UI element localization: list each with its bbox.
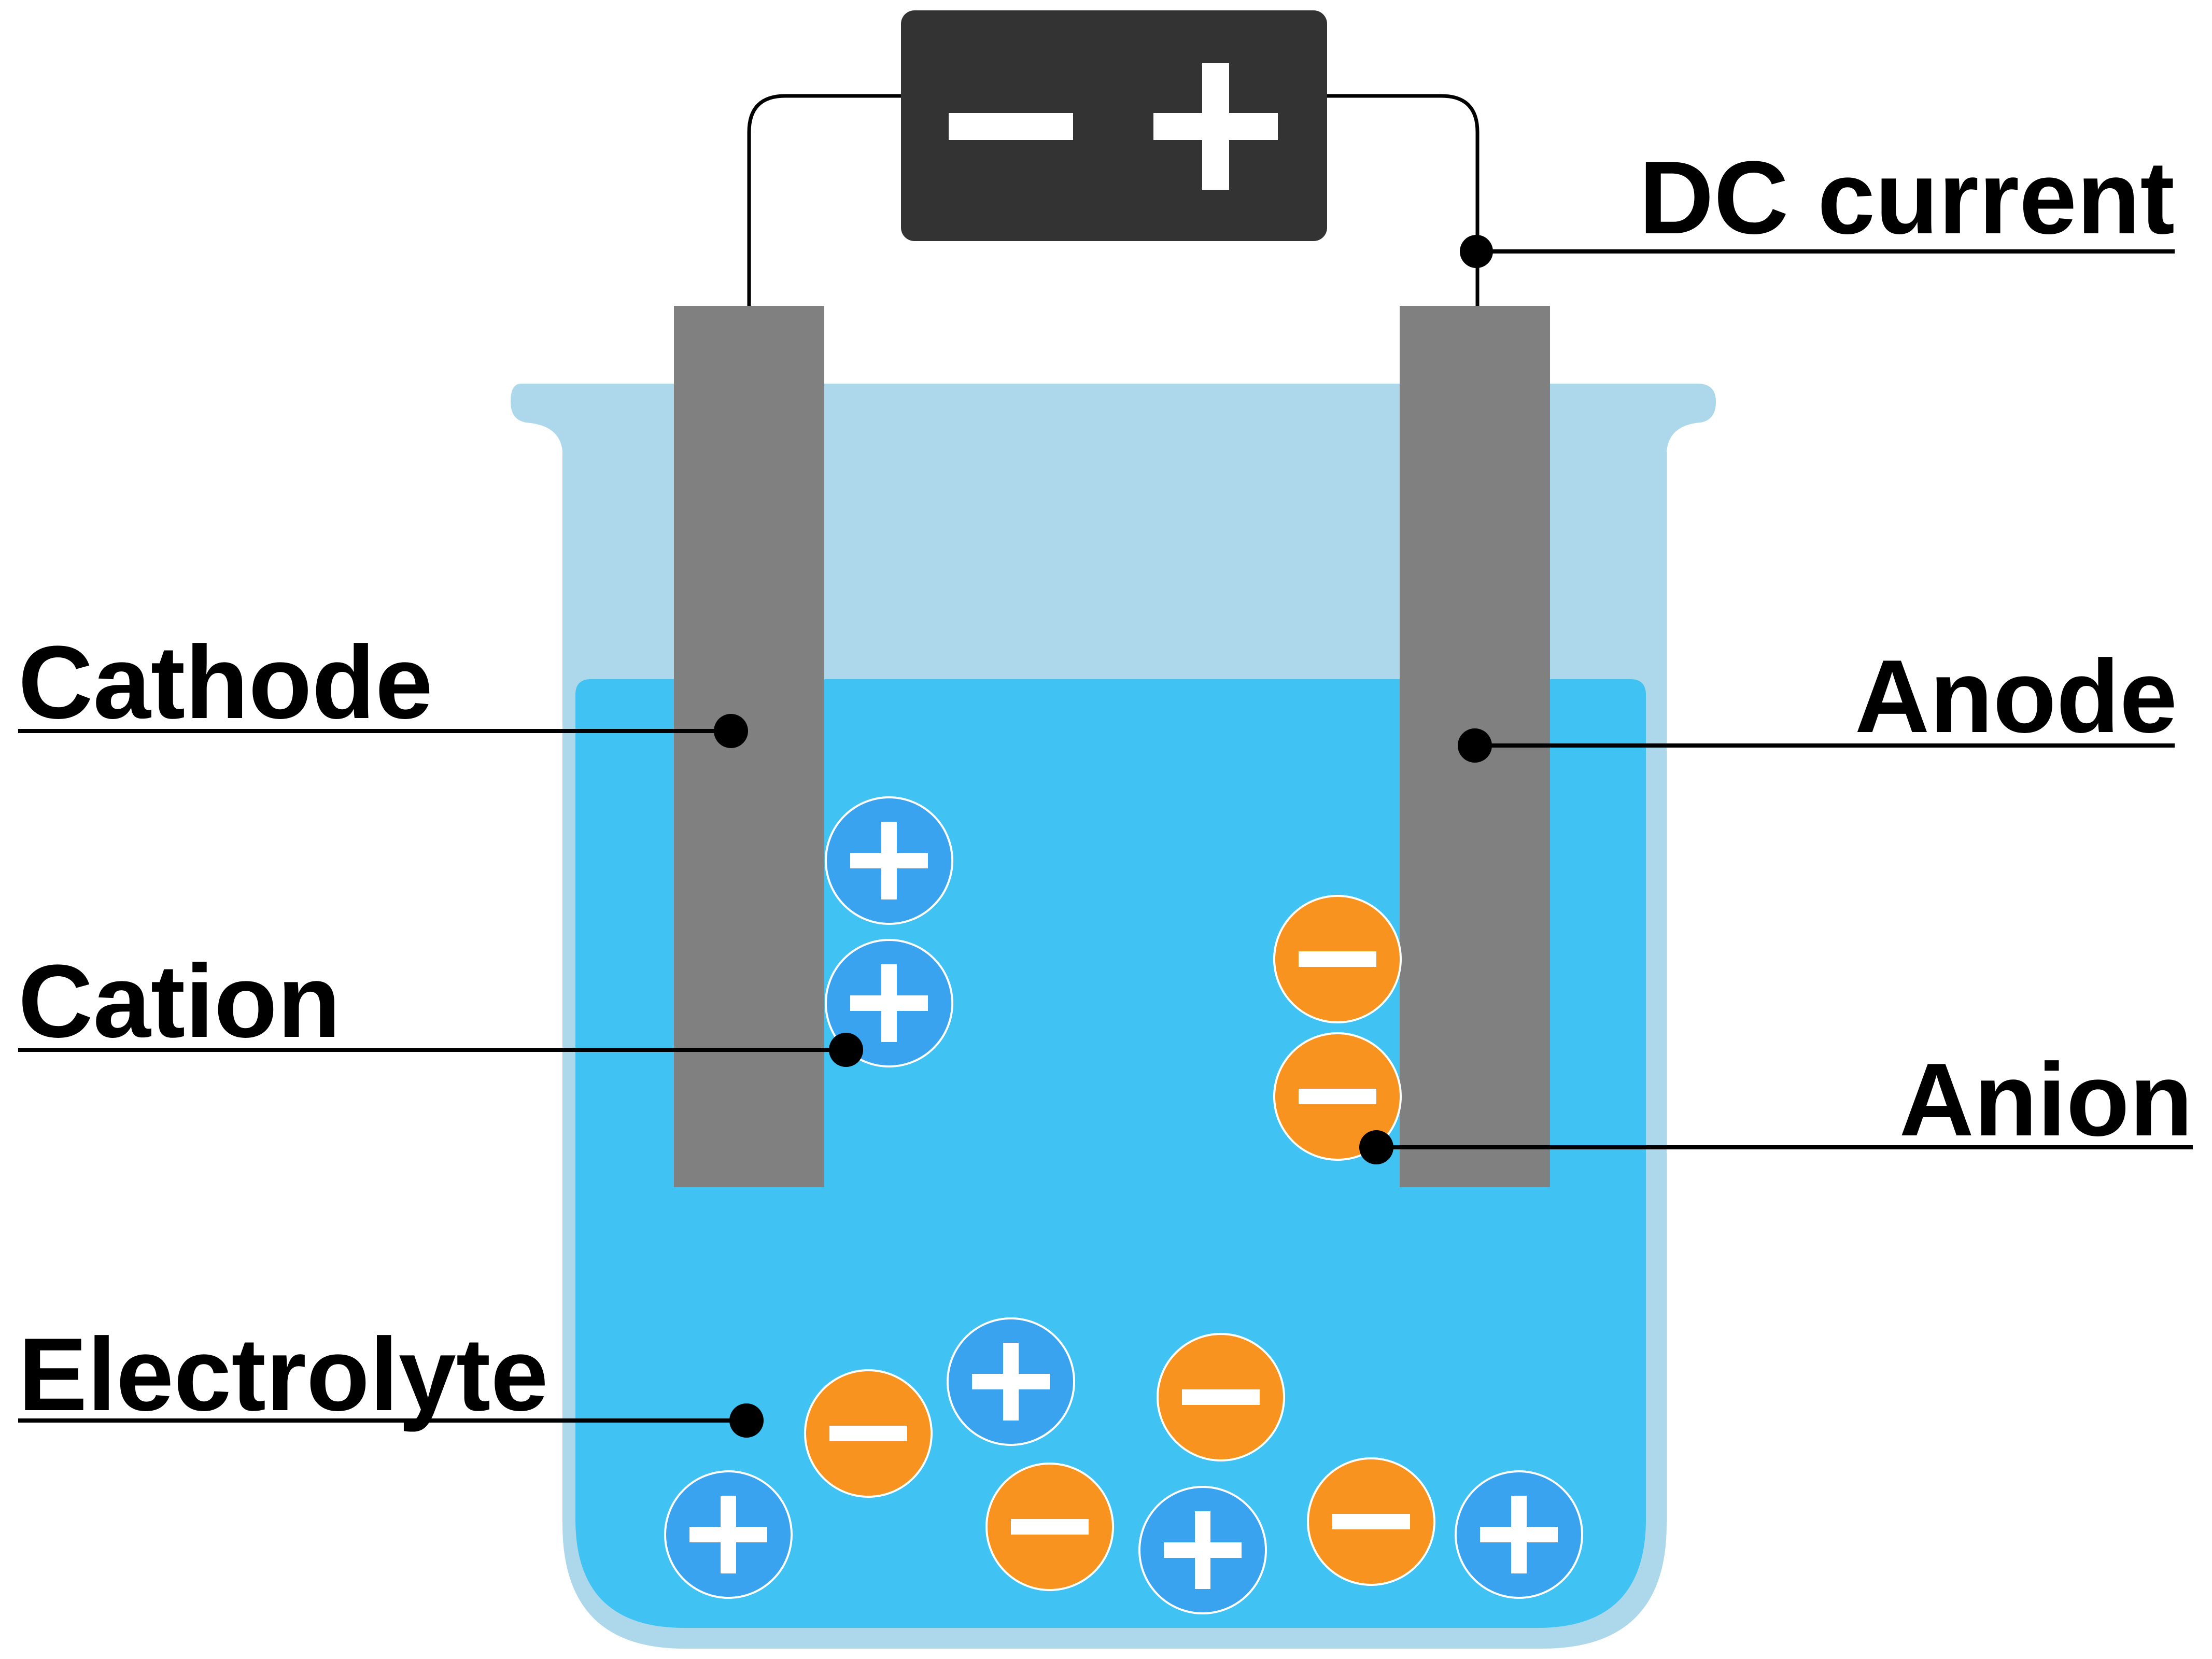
battery-positive-icon xyxy=(1153,63,1278,190)
plus-icon-stem xyxy=(881,822,897,899)
cation-ion xyxy=(825,939,953,1067)
battery-negative-icon xyxy=(949,113,1073,140)
anion-dot xyxy=(1359,1130,1393,1164)
callout-cation xyxy=(18,1033,863,1067)
anion-ion xyxy=(1273,895,1402,1023)
callout-cathode xyxy=(18,714,748,748)
minus-icon xyxy=(1011,1519,1089,1535)
cation-ion xyxy=(825,796,953,925)
cathode-dot xyxy=(714,714,748,748)
plus-icon-stem xyxy=(881,964,897,1042)
wire-negative xyxy=(747,94,905,306)
plus-icon-stem xyxy=(721,1496,736,1573)
label-anion: Anion xyxy=(1899,1042,2193,1158)
cation-ion xyxy=(664,1470,793,1599)
minus-icon xyxy=(1299,1089,1376,1104)
cathode-electrode xyxy=(674,306,824,1187)
cation-dot xyxy=(829,1033,863,1067)
label-cathode: Cathode xyxy=(18,625,433,740)
cation-ion xyxy=(947,1317,1075,1446)
label-electrolyte: Electrolyte xyxy=(18,1317,548,1432)
anion-ion xyxy=(1273,1032,1402,1161)
ions-layer xyxy=(664,796,1583,1614)
callout-dc-current xyxy=(1460,235,2175,268)
plus-icon-stem xyxy=(1003,1343,1019,1421)
anion-ion xyxy=(985,1463,1114,1591)
anion-ion xyxy=(1307,1457,1435,1586)
label-anode: Anode xyxy=(1855,639,2177,754)
plus-icon-stem xyxy=(1195,1511,1210,1589)
callout-anion xyxy=(1359,1130,2193,1164)
anion-ion xyxy=(804,1369,933,1498)
electrolyte-dot xyxy=(729,1403,764,1438)
minus-icon xyxy=(1299,951,1376,967)
minus-icon xyxy=(1332,1514,1410,1529)
cation-ion xyxy=(1455,1470,1583,1599)
label-cation: Cation xyxy=(18,944,341,1059)
cation-ion xyxy=(1138,1486,1267,1614)
anode-dot xyxy=(1458,728,1492,763)
label-dc-current: DC current xyxy=(1639,140,2175,256)
callout-electrolyte xyxy=(18,1403,764,1438)
minus-icon xyxy=(829,1426,907,1441)
plus-icon-stem xyxy=(1511,1496,1527,1573)
minus-icon xyxy=(1182,1389,1260,1405)
dc-current-dot xyxy=(1460,235,1493,268)
wire-positive xyxy=(1325,94,1480,306)
callout-anode xyxy=(1458,728,2175,763)
anion-ion xyxy=(1157,1333,1285,1461)
